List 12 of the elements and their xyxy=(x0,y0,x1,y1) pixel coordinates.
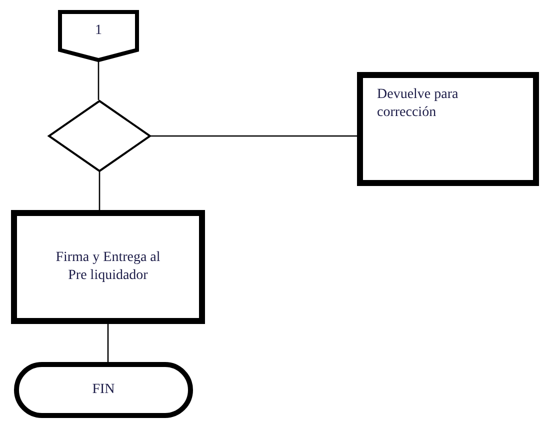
connector-line xyxy=(107,324,109,362)
decision-diamond xyxy=(48,100,151,172)
node-label: Devuelve para corrección xyxy=(377,86,460,122)
connector-line xyxy=(151,135,357,137)
node-label: 1 xyxy=(94,22,103,40)
process-box xyxy=(357,72,539,186)
off-page-connector xyxy=(58,10,139,62)
node-label: Firma y Entrega al Pre liquidador xyxy=(54,248,162,285)
connector-line xyxy=(98,62,100,100)
node-label: FIN xyxy=(91,380,116,399)
process-box xyxy=(11,210,205,324)
connector-line xyxy=(98,172,100,210)
